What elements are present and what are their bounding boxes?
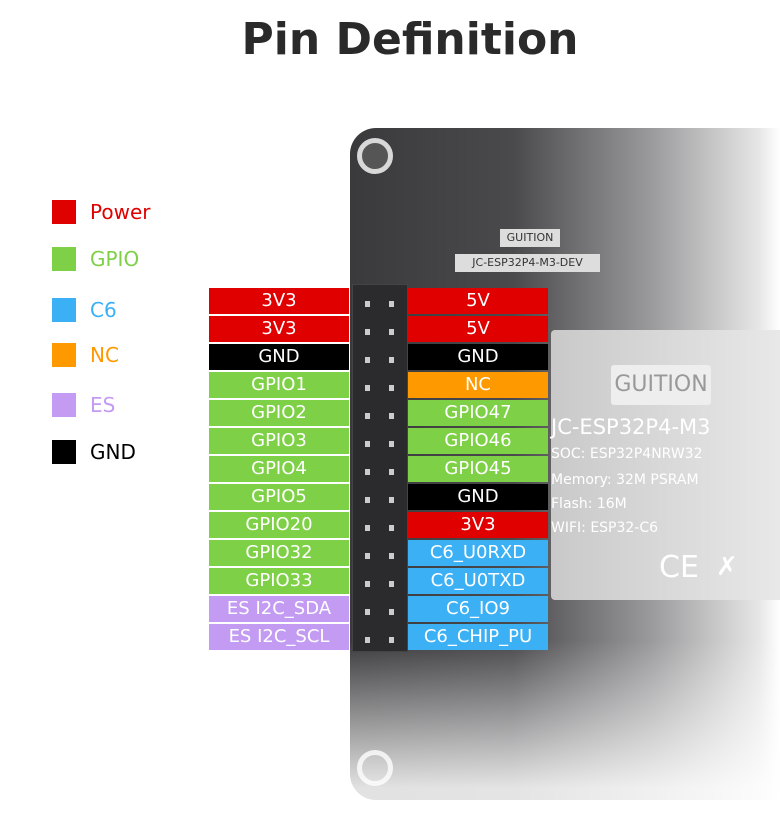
pin-header — [352, 284, 408, 652]
legend-label: Power — [90, 200, 151, 224]
legend-item-es: ES — [52, 393, 115, 417]
header-pin — [389, 609, 394, 615]
legend-swatch — [52, 343, 76, 367]
pin-label-left: GPIO20 — [209, 512, 349, 538]
pin-label-left: ES I2C_SDA — [209, 596, 349, 622]
header-pin — [389, 329, 394, 335]
weee-icon: ✗ — [716, 552, 738, 582]
legend-item-nc: NC — [52, 343, 119, 367]
legend-item-c6: C6 — [52, 298, 117, 322]
legend-item-gpio: GPIO — [52, 247, 139, 271]
header-pin — [365, 357, 370, 363]
board-label: JC-ESP32P4-M3-DEV — [455, 254, 600, 272]
module-soc: SOC: ESP32P4NRW32 — [551, 446, 703, 462]
header-pin — [389, 553, 394, 559]
header-pin — [389, 301, 394, 307]
header-pin — [389, 413, 394, 419]
legend-label: GND — [90, 440, 136, 464]
pin-label-left: GPIO1 — [209, 372, 349, 398]
page-title: Pin Definition — [241, 14, 579, 65]
header-pin — [389, 497, 394, 503]
legend-swatch — [52, 200, 76, 224]
header-pin — [389, 469, 394, 475]
header-pin — [389, 357, 394, 363]
legend-label: C6 — [90, 298, 117, 322]
header-pin — [365, 441, 370, 447]
header-pin — [365, 553, 370, 559]
header-pin — [365, 301, 370, 307]
legend-swatch — [52, 247, 76, 271]
pin-label-right: 3V3 — [408, 512, 548, 538]
header-pin — [365, 581, 370, 587]
header-pin — [389, 581, 394, 587]
legend-item-gnd: GND — [52, 440, 136, 464]
pin-label-right: NC — [408, 372, 548, 398]
legend-label: ES — [90, 393, 116, 417]
header-pin — [389, 385, 394, 391]
pin-label-right: C6_CHIP_PU — [408, 624, 548, 650]
pin-label-left: ES I2C_SCL — [209, 624, 349, 650]
header-pin — [365, 525, 370, 531]
legend-label: NC — [90, 343, 119, 367]
module-logo: GUITION — [611, 365, 711, 405]
pin-label-right: GPIO45 — [408, 456, 548, 482]
header-pin — [389, 441, 394, 447]
header-pin — [365, 329, 370, 335]
board-logo: GUITION — [500, 229, 560, 247]
pin-label-left: GPIO4 — [209, 456, 349, 482]
pin-label-right: GPIO46 — [408, 428, 548, 454]
pin-label-right: C6_U0TXD — [408, 568, 548, 594]
header-pin — [365, 497, 370, 503]
ce-mark: CE — [659, 550, 699, 585]
module-name: JC-ESP32P4-M3 — [551, 415, 711, 439]
esp32p4-module: GUITION JC-ESP32P4-M3 SOC: ESP32P4NRW32 … — [551, 330, 780, 600]
header-pin — [365, 609, 370, 615]
pin-label-right: GPIO47 — [408, 400, 548, 426]
pin-label-right: GND — [408, 344, 548, 370]
module-memory: Memory: 32M PSRAM — [551, 472, 699, 488]
pin-label-right: 5V — [408, 288, 548, 314]
legend-label: GPIO — [90, 247, 140, 271]
header-pin — [365, 469, 370, 475]
pin-label-left: GPIO2 — [209, 400, 349, 426]
legend-item-power: Power — [52, 200, 150, 224]
pin-label-left: GPIO32 — [209, 540, 349, 566]
pin-label-right: C6_U0RXD — [408, 540, 548, 566]
pin-label-right: GND — [408, 484, 548, 510]
fade-overlay — [340, 640, 780, 825]
pin-label-left: GPIO5 — [209, 484, 349, 510]
header-pin — [365, 413, 370, 419]
header-pin — [389, 637, 394, 643]
module-wifi: WIFI: ESP32-C6 — [551, 520, 659, 536]
pin-label-left: GPIO33 — [209, 568, 349, 594]
legend-swatch — [52, 440, 76, 464]
pin-label-left: GND — [209, 344, 349, 370]
module-flash: Flash: 16M — [551, 496, 627, 512]
pin-label-left: GPIO3 — [209, 428, 349, 454]
header-pin — [389, 525, 394, 531]
pin-label-right: 5V — [408, 316, 548, 342]
pin-label-right: C6_IO9 — [408, 596, 548, 622]
header-pin — [365, 385, 370, 391]
mounting-hole — [357, 138, 393, 174]
header-pin — [365, 637, 370, 643]
pin-label-left: 3V3 — [209, 316, 349, 342]
legend-swatch — [52, 393, 76, 417]
pin-label-left: 3V3 — [209, 288, 349, 314]
legend-swatch — [52, 298, 76, 322]
